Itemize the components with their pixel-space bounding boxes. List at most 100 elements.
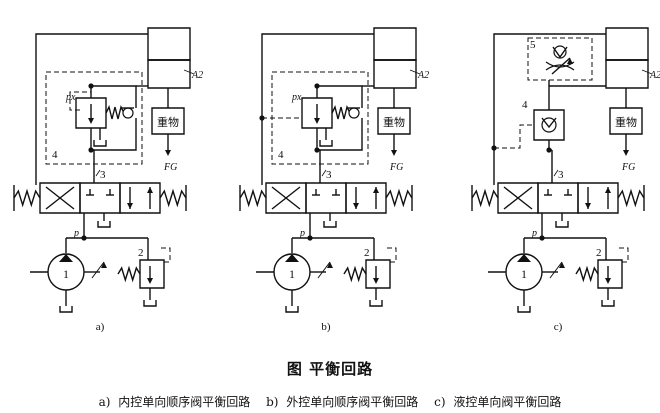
valve-spring-right <box>386 191 412 205</box>
junction-dot <box>314 147 320 153</box>
valve-arrow-head <box>353 203 359 209</box>
pilot-control-line <box>494 125 534 148</box>
pump-tank <box>286 306 298 312</box>
pipe-to-rod-end <box>36 34 148 185</box>
check-bypass <box>91 118 136 150</box>
drive-arrow <box>92 262 104 278</box>
leader-line <box>642 70 652 74</box>
caption-b: b) 外控单向顺序阀平衡回路 <box>266 395 419 409</box>
cylinder-rod-end <box>148 28 190 60</box>
callout-4: 4 <box>52 149 58 161</box>
relief-pilot-line <box>616 248 628 262</box>
drive-arrow-head <box>559 262 565 268</box>
sequence-valve-arrow-head <box>314 118 320 124</box>
leader-line <box>410 70 420 74</box>
load-label: 重物 <box>615 115 637 129</box>
valve-right-envelope <box>120 183 160 213</box>
relief-pilot-line <box>384 248 396 262</box>
check-bypass <box>317 118 362 150</box>
cylinder-area-label: A2 <box>649 70 660 81</box>
panel-label: b) <box>321 321 331 333</box>
drive-arrow-head <box>327 262 333 268</box>
force-arrow <box>623 150 629 156</box>
load-label: 重物 <box>157 115 179 129</box>
relief-spring <box>118 268 140 280</box>
cylinder-cap-end <box>148 60 190 88</box>
pressure-junction <box>81 235 87 241</box>
valve-arrow-head <box>147 187 153 193</box>
callout-3: 3 <box>100 169 106 181</box>
drive-arrow-head <box>101 262 107 268</box>
leader-line <box>322 170 326 176</box>
pump-flow-triangle <box>59 254 73 262</box>
callout-4: 4 <box>522 99 528 111</box>
valve-center-envelope <box>306 183 346 213</box>
callout-1: 1 <box>63 267 69 281</box>
check-bypass <box>317 86 362 108</box>
panel-label: c) <box>554 321 563 333</box>
valve-cross-arrow <box>46 187 74 209</box>
check-ball <box>123 108 133 118</box>
callout-1: 1 <box>521 267 527 281</box>
pressure-junction <box>307 235 313 241</box>
pipe-to-rod-end <box>494 34 606 185</box>
relief-valve-body <box>366 260 390 288</box>
drive-arrow <box>318 262 330 278</box>
force-label: FG <box>389 162 403 173</box>
pipe-to-cap-end <box>549 86 606 110</box>
throttle-check-seat <box>553 47 567 57</box>
check-bypass <box>91 86 136 108</box>
callout-4: 4 <box>278 149 284 161</box>
force-label: FG <box>163 162 177 173</box>
valve-arrow-head <box>585 203 591 209</box>
valve-right-envelope <box>578 183 618 213</box>
leader-line <box>184 70 194 74</box>
drive-arrow <box>550 262 562 278</box>
throttle-enclosure <box>528 38 592 80</box>
cylinder-cap-end <box>606 60 648 88</box>
valve-center-envelope <box>80 183 120 213</box>
valve-spring-left <box>240 191 266 205</box>
valve-spring-right <box>160 191 186 205</box>
junction-dot <box>546 147 552 153</box>
panel-label: a) <box>96 321 105 333</box>
throttle-adjust-head <box>567 58 573 64</box>
pilot-label: px <box>65 92 76 103</box>
relief-arrow-head <box>373 278 379 284</box>
valve-tank <box>556 221 568 227</box>
relief-spring <box>344 268 366 280</box>
relief-valve-body <box>140 260 164 288</box>
valve-spring-right <box>618 191 644 205</box>
load-label: 重物 <box>383 115 405 129</box>
relief-tank <box>602 300 614 306</box>
force-arrow <box>391 150 397 156</box>
valve-spring-left <box>14 191 40 205</box>
callout-3: 3 <box>558 169 564 181</box>
caption-c: c) 液控单向阀平衡回路 <box>434 395 562 409</box>
force-label: FG <box>621 162 635 173</box>
cylinder-rod-end <box>374 28 416 60</box>
pipe-to-rod-end <box>262 34 374 185</box>
pump-flow-triangle <box>517 254 531 262</box>
callout-5: 5 <box>530 39 536 51</box>
junction-dot <box>88 147 94 153</box>
sequence-drain-tank <box>320 140 332 146</box>
pressure-label: p <box>299 228 305 239</box>
cylinder-cap-end <box>374 60 416 88</box>
cylinder-area-label: A2 <box>417 70 429 81</box>
relief-spring <box>576 268 598 280</box>
valve-cross-arrow <box>272 187 300 209</box>
valve-right-envelope <box>346 183 386 213</box>
valve-tank <box>98 221 110 227</box>
pressure-junction <box>539 235 545 241</box>
figure-title: 图 平衡回路 <box>286 360 374 378</box>
sequence-valve-arrow-head <box>88 118 94 124</box>
sequence-drain-tank <box>94 140 106 146</box>
throttle-arc <box>546 65 574 70</box>
junction-dot <box>314 83 320 89</box>
valve-spring-left <box>472 191 498 205</box>
caption-a: a) 内控单向顺序阀平衡回路 <box>98 395 251 409</box>
